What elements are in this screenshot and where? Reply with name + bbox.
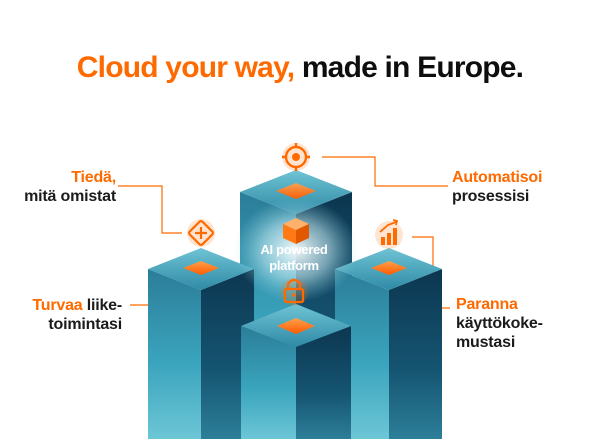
cube-icon	[283, 218, 309, 244]
label-automate-accent: Automatisoi	[452, 169, 543, 186]
label-know-accent: Tiedä,	[71, 169, 116, 186]
label-automate-line2: prosessisi	[452, 188, 530, 205]
label-improve-line3: mustasi	[456, 334, 516, 351]
label-protect-line2: toimintasi	[48, 316, 122, 333]
pillar-left	[148, 248, 254, 439]
label-automate: Automatisoi prosessisi	[452, 168, 542, 206]
lock-icon	[280, 278, 308, 306]
target-icon	[282, 143, 310, 171]
pillar-right	[335, 248, 442, 439]
label-improve-accent: Paranna	[456, 296, 518, 313]
label-protect: Turvaa liike- toimintasi	[32, 296, 122, 334]
pillar-front-center	[241, 304, 351, 439]
label-know-line2: mitä omistat	[24, 188, 116, 205]
platform-label: AI powered platform	[244, 242, 344, 274]
label-improve-line2: käyttökoke-	[456, 315, 543, 332]
headline: Cloud your way, made in Europe.	[0, 48, 600, 88]
headline-accent: Cloud your way,	[76, 51, 295, 84]
platform-label-line1: AI powered	[260, 242, 328, 257]
puzzle-icon	[187, 219, 215, 247]
growth-chart-icon	[375, 219, 403, 249]
label-know: Tiedä, mitä omistat	[24, 168, 116, 206]
platform-label-line2: platform	[269, 258, 319, 273]
label-protect-line1: liike-	[86, 297, 122, 314]
label-protect-accent: Turvaa	[32, 297, 83, 314]
label-improve: Paranna käyttökoke- mustasi	[456, 295, 543, 352]
headline-rest: made in Europe.	[301, 51, 524, 84]
platform-glow	[234, 198, 358, 302]
